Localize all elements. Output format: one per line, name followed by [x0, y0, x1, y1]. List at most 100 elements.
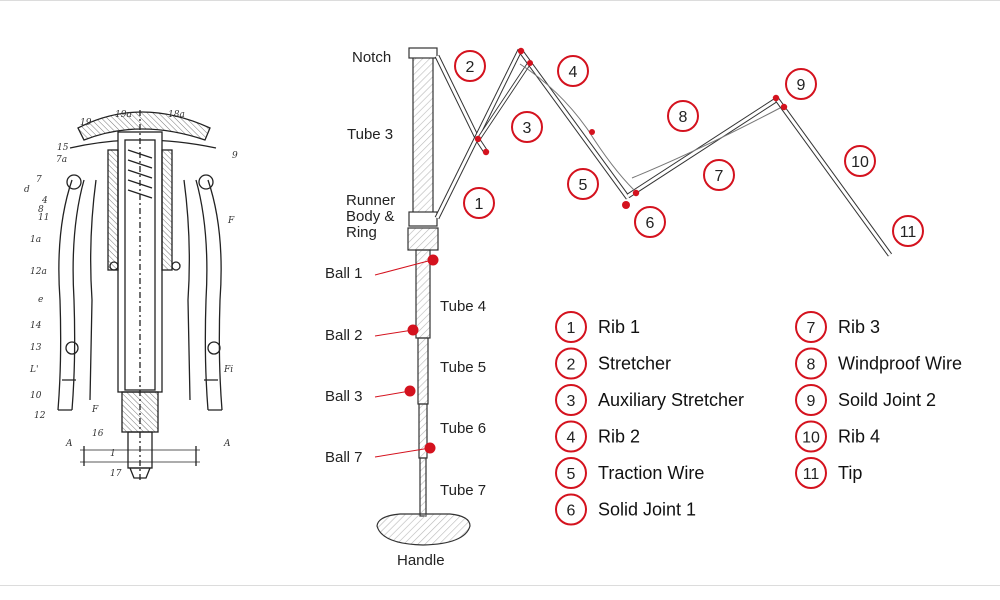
patent-ref-label: A: [223, 439, 231, 449]
patent-ref-label: 13: [30, 343, 42, 353]
legend-number: 1: [567, 320, 576, 337]
label-runner-1: Runner: [346, 192, 395, 209]
legend-item-4: 4 Rib 2: [555, 420, 640, 453]
legend-label: Soild Joint 2: [838, 390, 936, 410]
legend-label: Solid Joint 1: [598, 500, 696, 520]
patent-ref-label: F: [91, 405, 99, 415]
patent-ref-label: e: [38, 295, 43, 305]
label-runner-2: Body &: [346, 208, 394, 225]
top-border: [0, 0, 1000, 1]
patent-ref-label: 11: [38, 213, 49, 223]
runner-ring: [408, 211, 438, 227]
label-ball-2: Ball 2: [325, 327, 363, 344]
callout-5: 5: [567, 168, 599, 200]
patent-ref-label: 4: [41, 196, 48, 206]
callout-number: 4: [569, 64, 578, 81]
legend-number: 6: [567, 503, 576, 520]
legend-label: Rib 2: [598, 427, 640, 447]
notch-part: [408, 47, 438, 59]
patent-ref-label: Fi: [223, 365, 233, 375]
ball-markers: [404, 254, 439, 454]
patent-ref-label: 12a: [30, 267, 47, 277]
callout-9: 9: [785, 68, 817, 100]
tube-7: [419, 457, 427, 517]
patent-ref-label: 1: [110, 449, 116, 459]
legend-label: Tip: [838, 463, 862, 483]
patent-ref-label: 7a: [56, 155, 67, 165]
legend-number: 8: [807, 357, 816, 374]
callout-number: 9: [797, 77, 806, 94]
callout-2: 2: [454, 50, 486, 82]
legend-item-11: 11 Tip: [795, 457, 862, 489]
patent-ref-label: 17: [110, 469, 122, 479]
patent-ref-label: F: [227, 216, 235, 226]
bottom-border: [0, 585, 1000, 586]
joint-markers: [474, 47, 788, 209]
callouts: 1 2 3 4 5 6 7 8 9 10 11: [454, 50, 924, 247]
legend-item-6: 6 Solid Joint 1: [555, 493, 696, 526]
ball-2-marker: [407, 324, 419, 336]
legend-label: Traction Wire: [598, 463, 704, 483]
callout-6: 6: [634, 206, 666, 238]
patent-ref-label: d: [24, 185, 30, 195]
tube-3: [412, 54, 434, 216]
callout-number: 6: [646, 215, 655, 232]
legend-number: 2: [567, 357, 576, 374]
legend-number: 3: [567, 393, 576, 410]
callout-1: 1: [463, 187, 495, 219]
label-tube-3: Tube 3: [347, 126, 393, 143]
callout-7: 7: [703, 159, 735, 191]
legend-item-9: 9 Soild Joint 2: [795, 384, 936, 416]
label-runner-3: Ring: [346, 224, 377, 241]
patent-ref-label: 1a: [30, 235, 41, 245]
legend-number: 4: [567, 430, 576, 447]
callout-10: 10: [844, 145, 876, 177]
callout-number: 10: [851, 154, 869, 171]
patent-ref-label: 10: [30, 391, 42, 401]
legend-label: Rib 4: [838, 427, 880, 447]
callout-number: 8: [679, 109, 688, 126]
patent-ref-label: 14: [30, 321, 42, 331]
callout-11: 11: [892, 215, 924, 247]
tube-5: [417, 337, 429, 405]
callout-3: 3: [511, 111, 543, 143]
callout-4: 4: [557, 55, 589, 87]
patent-ref-label: L': [29, 365, 38, 375]
label-ball-1: Ball 1: [325, 265, 363, 282]
patent-ref-label: 9: [232, 151, 238, 161]
label-tube-6: Tube 6: [440, 420, 486, 437]
legend-number: 9: [807, 393, 816, 410]
callout-number: 5: [579, 177, 588, 194]
legend-label: Rib 1: [598, 317, 640, 337]
rib-frame: [434, 48, 893, 257]
legend-number: 7: [807, 320, 816, 337]
legend-label: Rib 3: [838, 317, 880, 337]
patent-ref-label: 19: [80, 118, 92, 128]
patent-ref-label: 12: [34, 411, 46, 421]
label-tube-7: Tube 7: [440, 482, 486, 499]
patent-ref-label: 16: [92, 429, 104, 439]
callout-number: 2: [466, 59, 475, 76]
callout-number: 11: [900, 224, 917, 241]
label-handle: Handle: [397, 552, 445, 569]
handle-part: [376, 513, 471, 546]
patent-ref-label: 8: [38, 205, 44, 215]
legend-item-1: 1 Rib 1: [555, 311, 640, 343]
patent-ref-label: 19a: [115, 110, 132, 120]
patent-ref-label: 15: [57, 143, 69, 153]
callout-number: 7: [715, 168, 724, 185]
legend-number: 11: [803, 466, 820, 483]
label-ball-3: Ball 3: [325, 388, 363, 405]
ball-leaders: [374, 259, 433, 458]
ball-1-marker: [427, 254, 439, 266]
ball-7-marker: [424, 442, 436, 454]
patent-ref-label: 18a: [168, 110, 185, 120]
